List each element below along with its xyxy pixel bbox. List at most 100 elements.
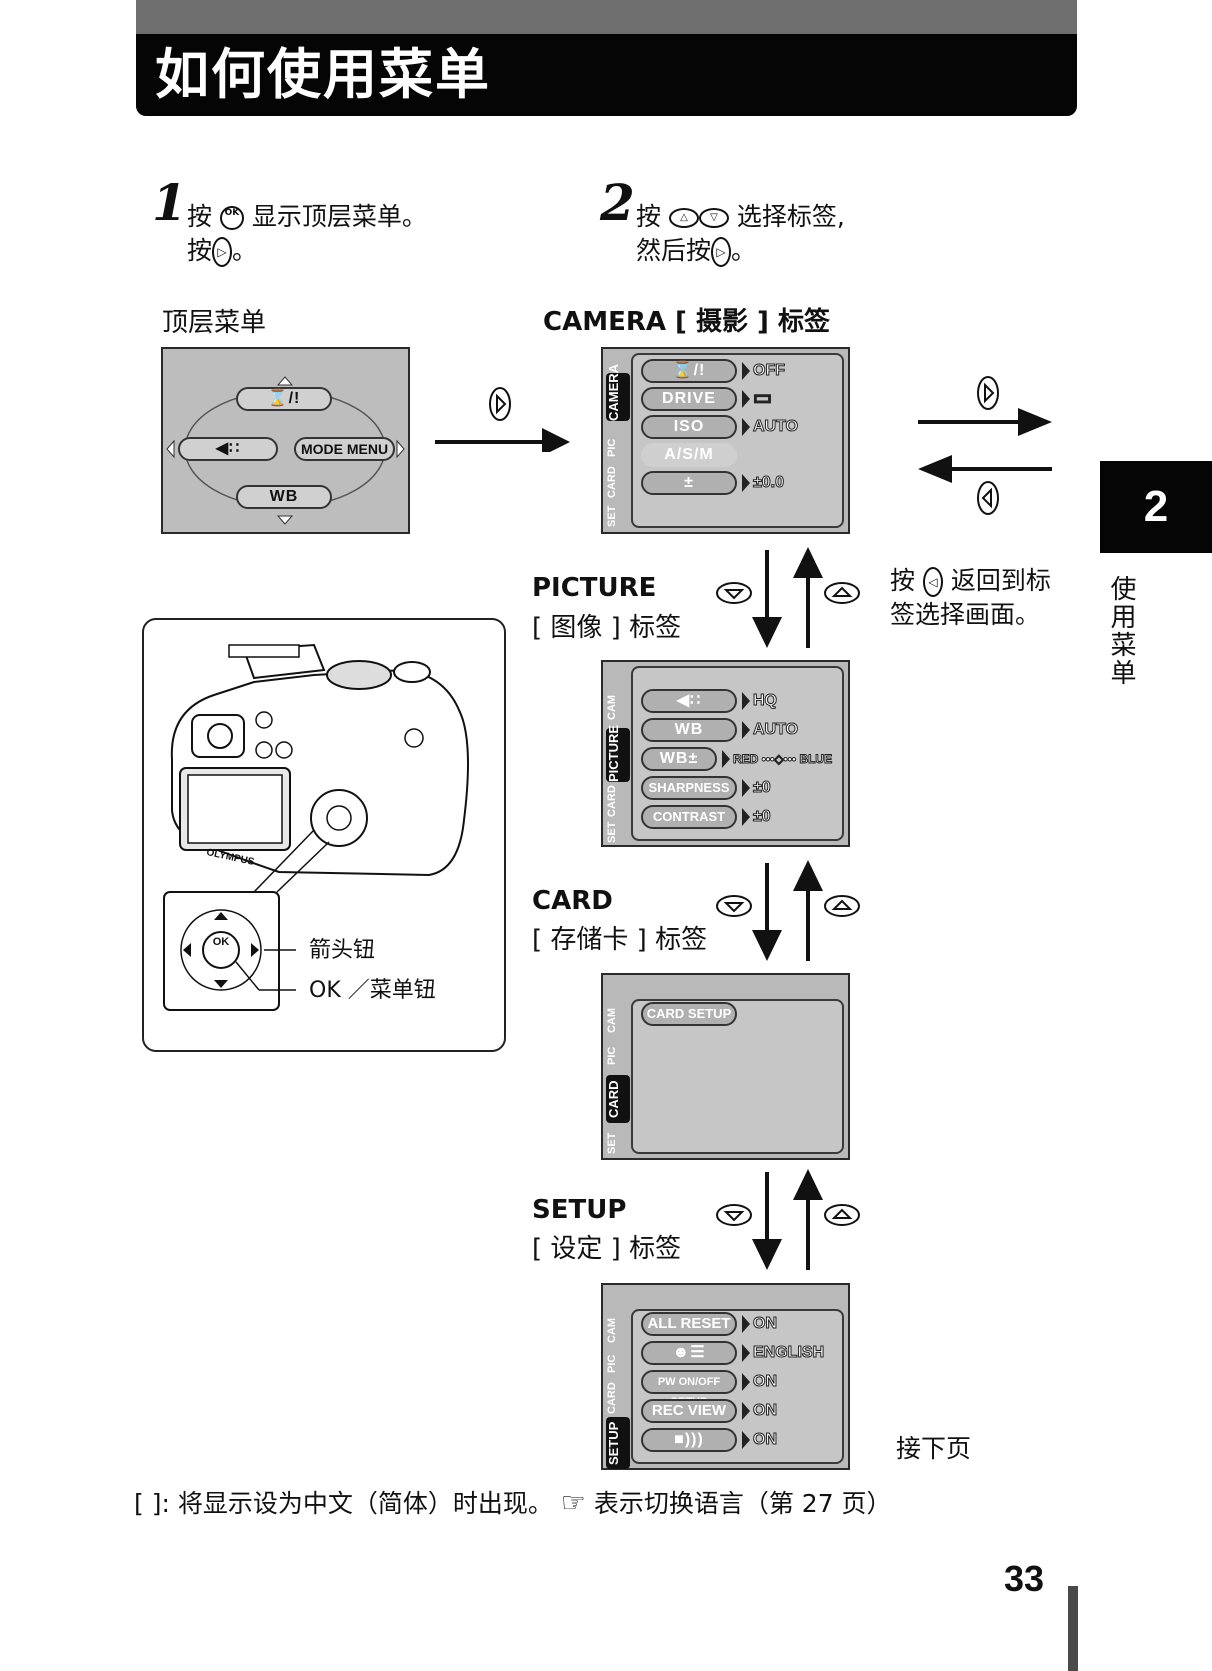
camera-row-iso-value: AUTO bbox=[752, 418, 799, 436]
camera-row-timer[interactable]: ⌛/! bbox=[641, 359, 737, 383]
tab-setup[interactable]: SETUP bbox=[606, 1417, 630, 1469]
ok-menu-button-callout: OK ／菜单钮 bbox=[309, 978, 436, 1003]
tab-set[interactable]: SET bbox=[606, 1132, 618, 1154]
card-tab-screen: CAM PIC CARD SET CARD SETUP bbox=[601, 973, 850, 1160]
card-tab-panel bbox=[631, 999, 844, 1154]
tab-card[interactable]: CARD bbox=[606, 1382, 618, 1414]
camera-row-drive-value: ▭ bbox=[753, 387, 773, 409]
chapter-tab: 2 bbox=[1100, 461, 1212, 553]
footnote-text-b: 表示切换语言（第 27 页） bbox=[593, 1489, 892, 1518]
step-2-text-b: 选择标签, bbox=[736, 202, 845, 231]
setup-row-pw-setup[interactable]: PW ON/OFF SETUP bbox=[641, 1370, 737, 1408]
caret-icon bbox=[742, 808, 750, 826]
caret-icon bbox=[742, 779, 750, 797]
back-note-text-b: 返回到标 bbox=[950, 566, 1051, 595]
camera-tab-column: CAMERA PIC CARD SET bbox=[606, 364, 630, 528]
tab-pic[interactable]: PIC bbox=[606, 1354, 618, 1374]
tab-card[interactable]: CARD bbox=[606, 1075, 630, 1123]
camera-row-exposure[interactable]: ± bbox=[641, 471, 737, 495]
card-tab-label-en: CARD bbox=[532, 886, 613, 916]
setup-row-all-reset[interactable]: ALL RESET bbox=[641, 1312, 737, 1336]
ok-menu-button-icon: OK bbox=[219, 206, 244, 230]
back-note-text-a: 按 bbox=[890, 566, 916, 595]
ok-button-inset-label: OK bbox=[212, 936, 230, 948]
page-title: 如何使用菜单 bbox=[155, 43, 491, 106]
step-1-number: 1 bbox=[152, 173, 187, 232]
step-1-line-1: 按 OK 显示顶层菜单。 bbox=[187, 200, 427, 234]
caret-icon bbox=[742, 721, 750, 739]
picture-tab-screen: CAM PICTURE CARD SET ◀∷ HQ WB AUTO WB± R… bbox=[601, 660, 850, 847]
camera-body-illustration bbox=[163, 643, 469, 1011]
step-2-line-2: 然后按▷。 bbox=[636, 234, 756, 268]
updown-arrows-3 bbox=[716, 1169, 860, 1270]
card-tab-label-cn: [ 存储卡 ] 标签 bbox=[532, 925, 708, 955]
top-menu-quality-item[interactable]: ◀∷ bbox=[178, 437, 278, 461]
setup-row-language[interactable]: ☻☰ bbox=[641, 1341, 737, 1365]
camera-tab-label: CAMERA [ 摄影 ] 标签 bbox=[543, 307, 830, 337]
pointing-hand-icon: ☞ bbox=[560, 1486, 586, 1519]
card-row-card-setup[interactable]: CARD SETUP bbox=[641, 1002, 737, 1026]
updown-arrows-2 bbox=[716, 860, 860, 961]
caret-icon bbox=[742, 390, 750, 408]
picture-row-sharpness[interactable]: SHARPNESS bbox=[641, 776, 737, 800]
step-2-text-c: 然后按 bbox=[636, 236, 712, 265]
camera-row-asm[interactable]: A/S/M bbox=[641, 443, 737, 467]
camera-row-iso[interactable]: ISO bbox=[641, 415, 737, 439]
tab-camera[interactable]: CAMERA bbox=[606, 364, 630, 421]
header-bar-top bbox=[136, 0, 1077, 34]
step-1-text-c: 按 bbox=[187, 236, 213, 265]
picture-row-contrast[interactable]: CONTRAST bbox=[641, 805, 737, 829]
arrow-to-camera-tab bbox=[435, 387, 570, 452]
setup-row-beep[interactable]: ■))) bbox=[641, 1428, 737, 1452]
tab-pic[interactable]: PIC bbox=[606, 438, 618, 458]
setup-row-language-value: ENGLISH bbox=[752, 1344, 825, 1362]
tab-cam[interactable]: CAM bbox=[606, 1007, 618, 1033]
step-2-number: 2 bbox=[600, 173, 635, 232]
tab-card[interactable]: CARD bbox=[606, 466, 618, 498]
up-arrow-key-icon: △ bbox=[668, 208, 699, 228]
caret-icon bbox=[742, 1344, 750, 1362]
updown-arrows-1 bbox=[716, 547, 860, 648]
continue-next-page: 接下页 bbox=[896, 1434, 972, 1463]
tab-pic[interactable]: PIC bbox=[606, 1046, 618, 1066]
caret-icon bbox=[742, 362, 750, 380]
top-menu-label: 顶层菜单 bbox=[162, 308, 267, 338]
tab-card[interactable]: CARD bbox=[606, 785, 618, 817]
picture-tab-label-cn: [ 图像 ] 标签 bbox=[532, 613, 682, 643]
caret-icon bbox=[742, 418, 750, 436]
picture-row-wb[interactable]: WB bbox=[641, 718, 737, 742]
top-menu-mode-menu-item[interactable]: MODE MENU bbox=[294, 437, 395, 461]
right-arrow-key-icon: ▷ bbox=[212, 237, 233, 267]
top-menu-wb-item[interactable]: WB bbox=[236, 485, 332, 509]
setup-row-rec-view[interactable]: REC VIEW bbox=[641, 1399, 737, 1423]
back-note-line-2: 签选择画面。 bbox=[890, 600, 1041, 629]
right-arrow-key-icon: ▷ bbox=[711, 237, 732, 267]
tab-set[interactable]: SET bbox=[606, 505, 618, 527]
setup-tab-screen: CAM PIC CARD SETUP ALL RESET ON ☻☰ ENGLI… bbox=[601, 1283, 850, 1470]
card-tab-column: CAM PIC CARD SET bbox=[606, 979, 630, 1154]
picture-row-quality[interactable]: ◀∷ bbox=[641, 689, 737, 713]
camera-row-timer-value: OFF bbox=[753, 362, 786, 380]
tab-cam[interactable]: CAM bbox=[606, 1317, 618, 1343]
camera-row-exposure-value: ±0.0 bbox=[752, 474, 785, 492]
tab-cam[interactable]: CAM bbox=[606, 694, 618, 720]
footnote-text-a: [ ]: 将显示设为中文（简体）时出现。 bbox=[134, 1489, 553, 1518]
camera-illustration-box: OLYMPUS OK 箭头钮 OK ／菜单钮 bbox=[142, 618, 506, 1052]
top-menu-timer-item[interactable]: ⌛/! bbox=[236, 387, 332, 411]
left-arrow-key-icon: ◁ bbox=[922, 567, 943, 597]
caret-icon bbox=[722, 750, 730, 768]
camera-row-drive[interactable]: DRIVE bbox=[641, 387, 737, 411]
page-number: 33 bbox=[1004, 1558, 1045, 1599]
step-1-line-2: 按▷。 bbox=[187, 234, 257, 268]
caret-icon bbox=[742, 1402, 750, 1420]
tab-set[interactable]: SET bbox=[606, 821, 618, 843]
setup-tab-column: CAM PIC CARD SETUP bbox=[606, 1289, 630, 1469]
tab-picture[interactable]: PICTURE bbox=[606, 725, 630, 782]
setup-row-pw-setup-value: ON bbox=[753, 1373, 778, 1391]
setup-row-rec-view-value: ON bbox=[753, 1402, 778, 1420]
picture-tab-label-en: PICTURE bbox=[532, 573, 657, 603]
picture-row-wb-shift[interactable]: WB± bbox=[641, 747, 717, 771]
tab-navigation-arrows bbox=[918, 376, 1052, 515]
picture-row-wb-value: AUTO bbox=[752, 721, 799, 739]
caret-icon bbox=[742, 692, 750, 710]
